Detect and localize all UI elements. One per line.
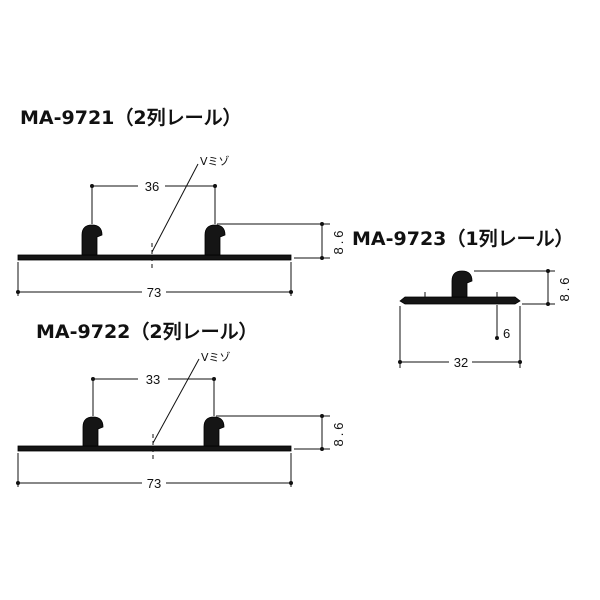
dimension-dot [320, 256, 324, 260]
groove-label: Vミゾ [201, 351, 231, 364]
dim-overall-width: 73 [147, 285, 161, 300]
dimension-dot [495, 336, 499, 340]
dim-overall-width: 32 [454, 355, 468, 370]
dimension-dot [16, 290, 20, 294]
profile-title: MA-9723（1列レール） [352, 227, 574, 250]
dimension-dot [289, 290, 293, 294]
rail-head [451, 270, 473, 298]
profile-ma9721: MA-9721（2列レール） 36 Vミゾ 8.6 73 [16, 106, 346, 300]
dim-height: 8.6 [557, 274, 572, 301]
groove-leader-line [151, 163, 199, 253]
rail-head-left [82, 416, 104, 447]
dimension-dot [320, 222, 324, 226]
dim-height: 8.6 [331, 419, 346, 446]
dimension-dot [320, 414, 324, 418]
dimension-dot [91, 377, 95, 381]
dimension-dot [212, 377, 216, 381]
dim-rail-spacing: 33 [146, 372, 160, 387]
dim-overall-width: 73 [147, 476, 161, 491]
dimension-dot [90, 184, 94, 188]
profile-title: MA-9721（2列レール） [20, 106, 242, 129]
dimension-dot [546, 302, 550, 306]
dimension-dot [546, 269, 550, 273]
rail-base [399, 296, 521, 305]
dim-height: 8.6 [331, 227, 346, 254]
profile-ma9723: MA-9723（1列レール） 8.6 6 32 [352, 227, 574, 370]
dimension-dot [320, 447, 324, 451]
profile-ma9722: MA-9722（2列レール） 33 Vミゾ 8.6 73 [16, 320, 346, 491]
dimension-dot [16, 481, 20, 485]
rail-head-left [81, 224, 103, 256]
dim-rail-spacing: 36 [145, 179, 159, 194]
dimension-dot [289, 481, 293, 485]
groove-leader-line [152, 358, 200, 444]
rail-base [17, 254, 292, 261]
profile-title: MA-9722（2列レール） [36, 320, 258, 343]
rail-head-right [203, 416, 225, 447]
dimension-dot [213, 184, 217, 188]
rail-base [17, 445, 292, 452]
dimension-dot [398, 360, 402, 364]
dimension-dot [518, 360, 522, 364]
rail-head-right [204, 224, 226, 256]
groove-label: Vミゾ [200, 155, 230, 168]
dim-offset: 6 [503, 326, 510, 341]
